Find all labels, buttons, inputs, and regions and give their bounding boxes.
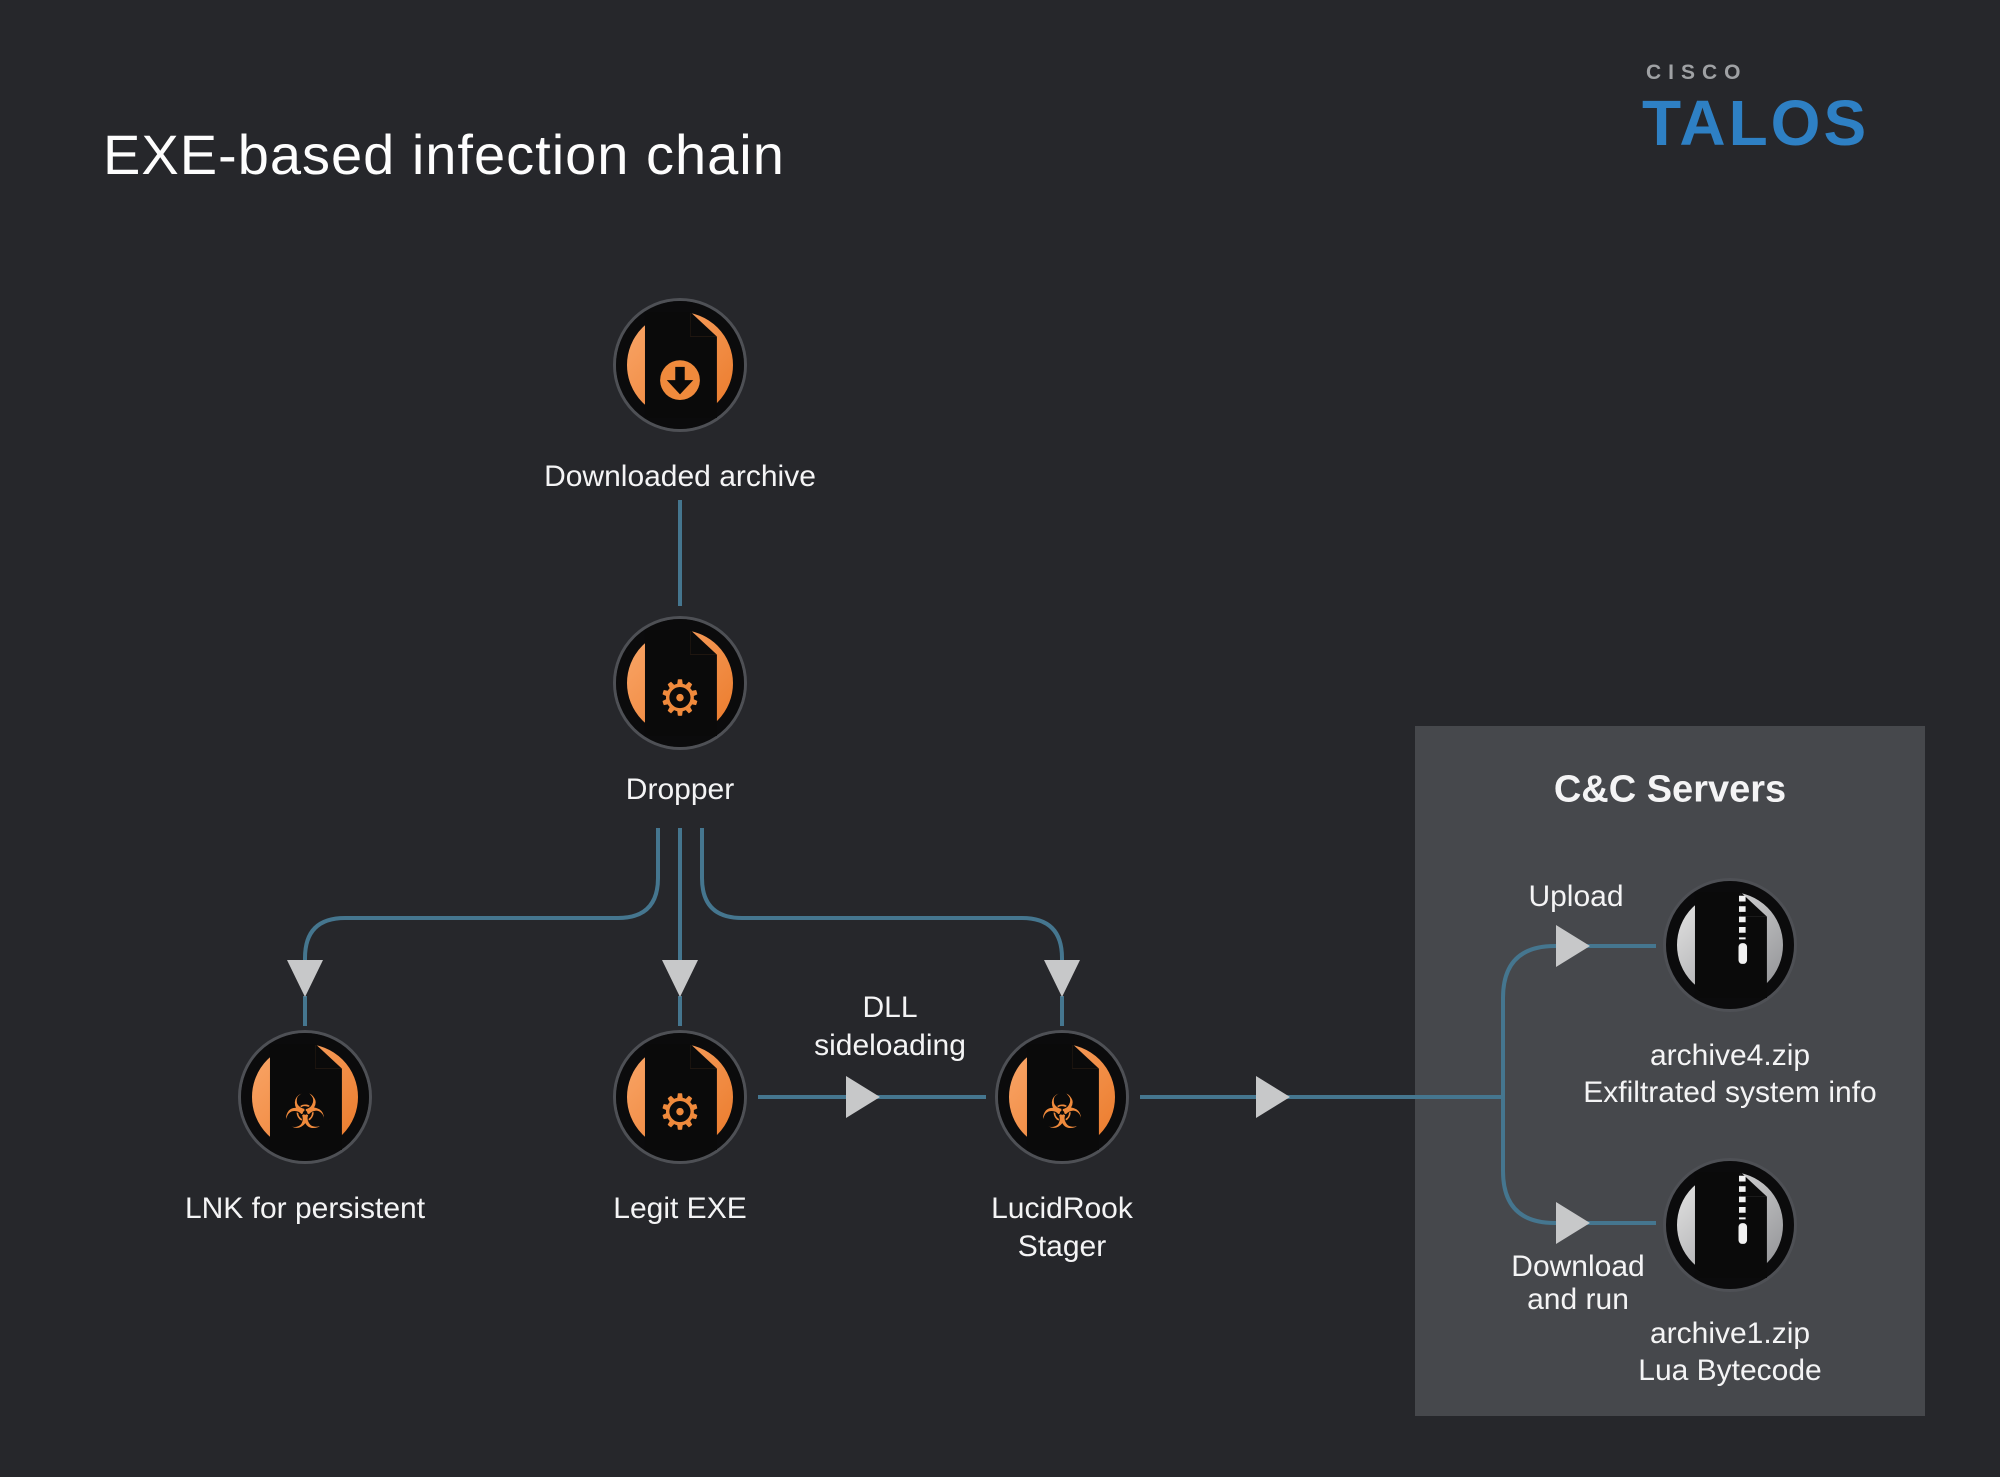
svg-text:⚙: ⚙ — [658, 1083, 702, 1141]
cnc-servers-title: C&C Servers — [1553, 768, 1787, 811]
node-downloaded-archive — [616, 301, 744, 429]
node-circle: ☣ — [998, 1033, 1126, 1161]
node-archive1-zip — [1666, 1161, 1794, 1289]
node-circle — [1666, 881, 1794, 1009]
label-dropper: Dropper — [625, 773, 735, 806]
arrowhead-right-dll — [846, 1076, 880, 1118]
cnc-servers-panel — [1415, 726, 1925, 1416]
zip-file-icon — [1694, 892, 1767, 998]
arrowhead-right-download — [1556, 1202, 1590, 1244]
label-archive1-line1: archive1.zip — [1649, 1317, 1811, 1350]
label-legit-exe: Legit EXE — [613, 1192, 747, 1225]
file-gear-icon: ⚙ — [644, 1044, 717, 1150]
node-circle — [616, 301, 744, 429]
edge-cnc-download — [1501, 1097, 1656, 1225]
zip-file-icon — [1694, 1172, 1767, 1278]
svg-text:⚙: ⚙ — [658, 669, 702, 727]
label-lucidrook-line1: LucidRook — [991, 1192, 1133, 1225]
file-gear-icon: ⚙ — [644, 630, 717, 736]
label-downloaded-archive: Downloaded archive — [544, 460, 816, 493]
arrowhead-down-lnk — [287, 960, 323, 997]
label-lnk: LNK for persistent — [184, 1192, 426, 1225]
label-lucidrook-line2: Stager — [1017, 1230, 1107, 1263]
arrowhead-down-lucid — [1044, 960, 1080, 997]
arrowhead-right-upload — [1556, 925, 1590, 967]
cisco-wordmark: CISCO — [1646, 61, 1748, 84]
node-lnk: ☣ — [241, 1033, 369, 1161]
arrowhead-right-cnc — [1256, 1076, 1290, 1118]
node-circle: ☣ — [241, 1033, 369, 1161]
node-dropper: ⚙ — [616, 619, 744, 747]
talos-wordmark: TALOS — [1642, 87, 1870, 159]
page-title: EXE-based infection chain — [103, 123, 785, 186]
edge-dropper-lucid — [700, 828, 1064, 961]
node-archive4-zip — [1666, 881, 1794, 1009]
file-biohazard-icon: ☣ — [1026, 1044, 1099, 1150]
node-legit-exe: ⚙ — [616, 1033, 744, 1161]
file-download-icon — [644, 312, 717, 418]
file-biohazard-icon: ☣ — [269, 1044, 342, 1150]
cisco-talos-logo: CISCO TALOS — [1642, 62, 1869, 155]
svg-text:☣: ☣ — [1041, 1085, 1083, 1140]
label-archive1-line2: Lua Bytecode — [1638, 1354, 1822, 1387]
label-dll-sideloading-line2: sideloading — [814, 1029, 966, 1062]
node-lucidrook-stager: ☣ — [998, 1033, 1126, 1161]
edge-cnc-upload — [1501, 944, 1656, 1097]
edge-dropper-lnk — [303, 828, 660, 961]
label-archive4-line1: archive4.zip — [1649, 1039, 1811, 1072]
label-upload: Upload — [1528, 880, 1624, 913]
node-circle: ⚙ — [616, 1033, 744, 1161]
label-download-line2: and run — [1527, 1283, 1629, 1316]
label-download-line1: Download — [1511, 1250, 1645, 1283]
arrowhead-down-legit — [662, 960, 698, 997]
label-dll-sideloading-line1: DLL — [862, 991, 918, 1024]
node-circle — [1666, 1161, 1794, 1289]
label-archive4-line2: Exfiltrated system info — [1583, 1076, 1877, 1109]
svg-text:☣: ☣ — [284, 1085, 326, 1140]
node-circle: ⚙ — [616, 619, 744, 747]
